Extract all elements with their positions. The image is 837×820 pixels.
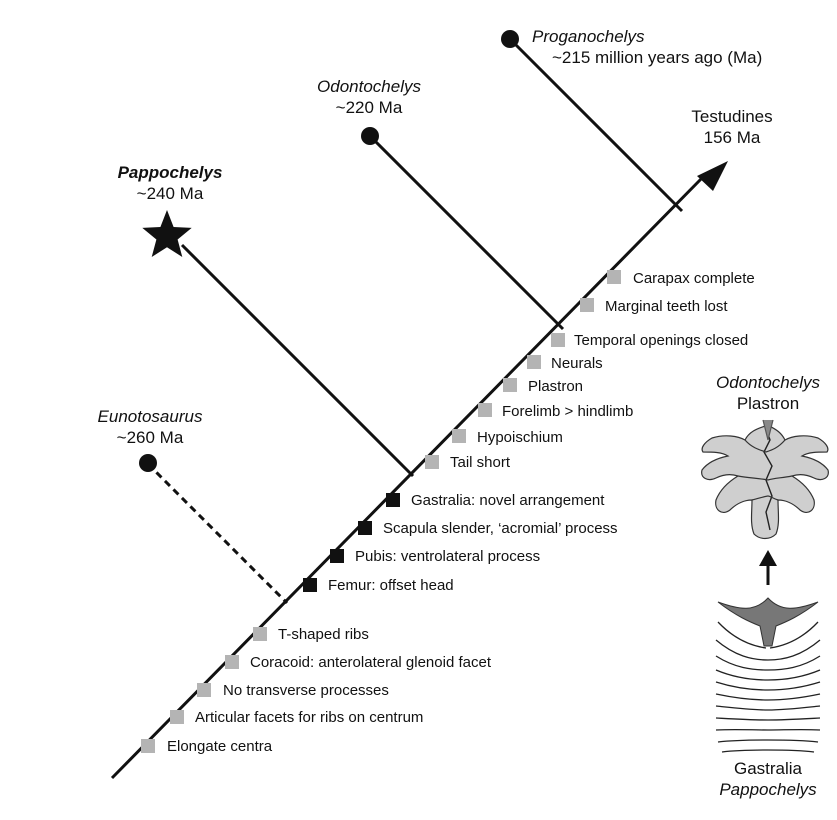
testudines-age: 156 Ma <box>703 128 761 147</box>
character-label: Elongate centra <box>167 738 273 755</box>
taxon-eunotosaurus: Eunotosaurus ~260 Ma <box>75 406 225 448</box>
inset-bottom-title: Gastralia <box>733 759 803 778</box>
marker-coracoid <box>225 655 239 669</box>
testudines-arrowhead <box>697 161 728 191</box>
character-label: Neurals <box>551 355 603 372</box>
marker-carapax-complete <box>607 270 621 284</box>
character-label: Coracoid: anterolateral glenoid facet <box>250 654 491 671</box>
odontochelys-branch <box>368 134 565 331</box>
inset-top-label: Odontochelys Plastron <box>703 372 833 414</box>
taxon-odontochelys: Odontochelys ~220 Ma <box>304 76 434 118</box>
character-label: Pubis: ventrolateral process <box>355 548 541 565</box>
inset-arrowhead <box>759 550 777 566</box>
proganochelys-age: ~215 million years ago (Ma) <box>552 48 763 67</box>
proganochelys-branch <box>508 37 684 213</box>
character-label: Marginal teeth lost <box>605 298 728 315</box>
marker-tail-short <box>425 455 439 469</box>
character-label: Articular facets for ribs on centrum <box>195 709 424 726</box>
marker-femur-offset-head <box>303 578 317 592</box>
testudines-name: Testudines <box>691 107 773 126</box>
character-label: Scapula slender, ‘acromial’ process <box>383 520 618 537</box>
marker-t-shaped-ribs <box>253 627 267 641</box>
pappochelys-name: Pappochelys <box>117 163 223 182</box>
taxon-testudines: Testudines 156 Ma <box>672 106 792 148</box>
character-label: Carapax complete <box>633 270 755 287</box>
eunotosaurus-branch <box>146 462 289 605</box>
taxon-proganochelys: Proganochelys ~215 million years ago (Ma… <box>532 26 762 68</box>
eunotosaurus-node <box>139 454 157 472</box>
main-stem <box>110 176 704 780</box>
proganochelys-node <box>501 30 519 48</box>
pappochelys-star <box>142 210 192 257</box>
odontochelys-age: ~220 Ma <box>335 98 403 117</box>
inset-bottom-subtitle: Pappochelys <box>719 780 817 799</box>
marker-forelimb-hindlimb <box>478 403 492 417</box>
inset-top-subtitle: Plastron <box>736 394 800 413</box>
plastron-illustration <box>701 419 829 540</box>
character-label: Forelimb > hindlimb <box>502 403 634 420</box>
marker-elongate-centra <box>141 739 155 753</box>
marker-marginal-teeth-lost <box>580 298 594 312</box>
marker-plastron <box>503 378 517 392</box>
marker-articular-facets <box>170 710 184 724</box>
gastralia-illustration <box>715 597 821 753</box>
marker-temporal-openings-closed <box>551 333 565 347</box>
marker-no-transverse <box>197 683 211 697</box>
pappochelys-age: ~240 Ma <box>136 184 204 203</box>
marker-gastralia-novel <box>386 493 400 507</box>
marker-neurals <box>527 355 541 369</box>
taxon-pappochelys: Pappochelys ~240 Ma <box>105 162 235 204</box>
marker-scapula-slender <box>358 521 372 535</box>
character-label: Plastron <box>528 378 584 395</box>
proganochelys-name: Proganochelys <box>532 27 645 46</box>
character-label: Tail short <box>450 454 511 471</box>
odontochelys-name: Odontochelys <box>317 77 421 96</box>
odontochelys-node <box>361 127 379 145</box>
character-label: Temporal openings closed <box>574 332 749 349</box>
inset-bottom-label: Gastralia Pappochelys <box>703 758 833 800</box>
character-label: Hypoischium <box>477 429 563 446</box>
pappochelys-branch <box>180 243 415 478</box>
character-label: T-shaped ribs <box>278 626 369 643</box>
character-label: No transverse processes <box>223 682 389 699</box>
marker-pubis-ventrolateral <box>330 549 344 563</box>
character-label: Gastralia: novel arrangement <box>411 492 605 509</box>
eunotosaurus-name: Eunotosaurus <box>97 407 203 426</box>
inset-top-title: Odontochelys <box>716 373 820 392</box>
marker-hypoischium <box>452 429 466 443</box>
eunotosaurus-age: ~260 Ma <box>116 428 184 447</box>
character-label: Femur: offset head <box>328 577 454 594</box>
